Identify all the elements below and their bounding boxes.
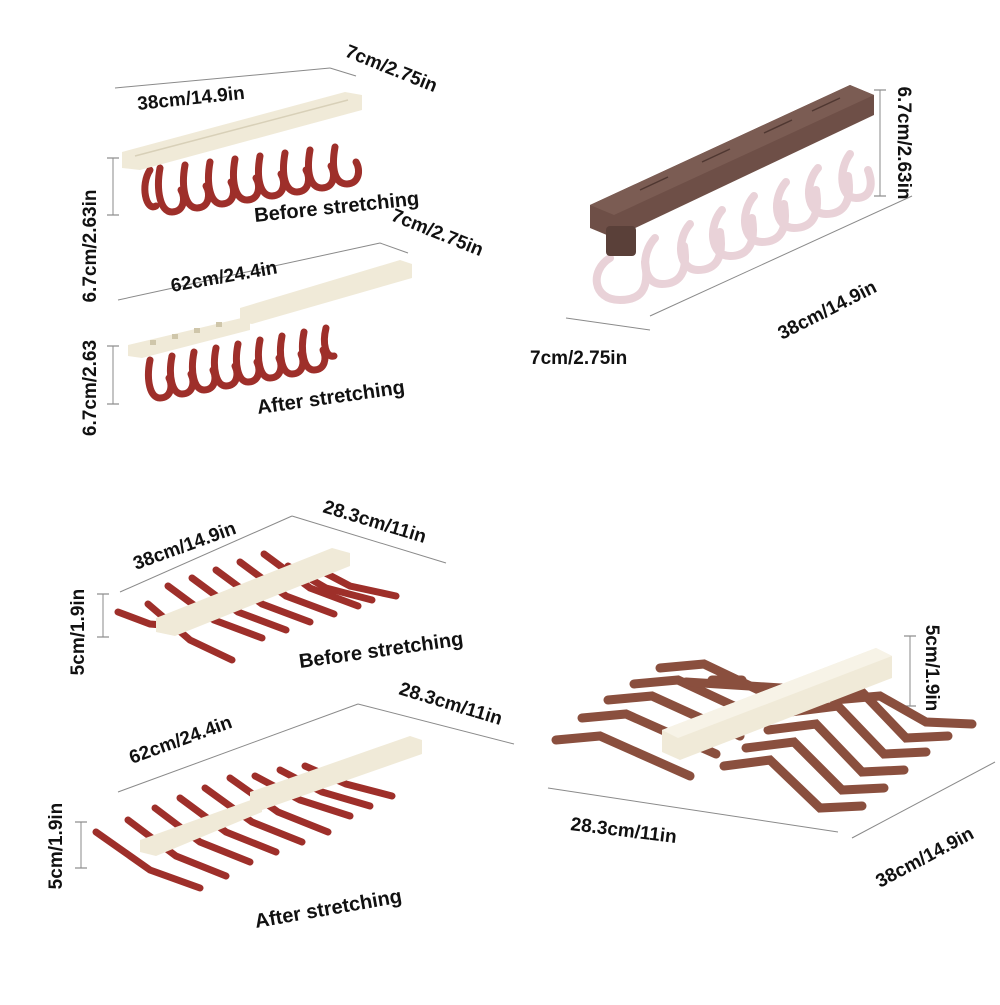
height-label: 6.7cm/2.63 [80,340,101,436]
tie-rack-after-panel: 62cm/24.4in 7cm/2.75in 6.7cm/2.63 After … [80,205,486,436]
hook [230,155,263,204]
length-dimension-line [117,242,381,301]
length-dimension-line [851,761,996,839]
caption: Before stretching [298,628,465,673]
belt-rack-brown-panel: 5cm/1.9in 28.3cm/11in 38cm/14.9in [547,625,996,892]
hook [205,158,238,208]
hook [305,146,338,192]
length-dimension-line [119,515,293,593]
hook-row [141,143,363,216]
depth-label: 7cm/2.75in [530,348,627,369]
hook [141,166,160,211]
hook [298,328,329,374]
depth-dimension-line [357,703,515,745]
hook [320,324,338,360]
caption: After stretching [253,885,403,933]
tie-rack-before-product [122,92,363,216]
height-label: 5cm/1.9in [46,803,67,890]
wall-mount-clip [606,226,636,256]
rack-base-left [140,796,262,856]
length-label: 62cm/24.4in [169,258,279,297]
hook [330,143,363,188]
length-dimension-line [649,195,913,317]
depth-label: 28.3cm/11in [397,679,505,730]
belt-rack-before-panel: 38cm/14.9in 28.3cm/11in 5cm/1.9in Before… [68,497,465,676]
hook-row [92,762,396,892]
depth-label: 7cm/2.75in [342,41,440,97]
tie-rack-after-product [128,260,412,402]
hook [551,731,695,781]
hook [260,550,362,610]
hook [280,149,313,196]
length-dimension-line [117,703,359,793]
hook [155,164,188,216]
rack-base-right [250,736,422,810]
hook [188,574,290,634]
depth-dimension-line [291,515,447,564]
caption: After stretching [256,376,407,419]
length-label: 38cm/14.9in [775,277,881,345]
hook [236,558,338,618]
hook [785,701,931,759]
hook-row [592,150,875,305]
length-dimension-line [114,67,331,89]
hook [829,691,977,729]
depth-label: 28.3cm/11in [321,497,429,548]
hook [763,719,909,777]
height-label: 6.7cm/2.63in [80,189,101,302]
depth-dimension-line [565,317,651,331]
hook [92,828,204,892]
hook [255,152,288,200]
hook [226,774,332,836]
height-label: 6.7cm/2.63in [893,86,914,199]
length-label: 38cm/14.9in [136,83,245,115]
depth-label: 7cm/2.75in [388,205,486,261]
length-label: 38cm/14.9in [872,823,977,892]
hook [251,772,354,820]
tie-rack-brown-panel: 6.7cm/2.63in 38cm/14.9in 7cm/2.75in [530,85,914,369]
depth-dimension-line [547,787,839,833]
depth-label: 28.3cm/11in [569,814,677,848]
hook [838,150,875,203]
height-label: 5cm/1.9in [921,625,942,712]
rack-base-left [128,316,250,358]
hook-row [144,324,338,402]
length-label: 62cm/24.4in [127,712,235,769]
belt-rack-after-product [92,736,422,892]
depth-dimension-line [379,242,409,254]
hook [124,816,230,880]
belt-rack-brown-product [551,648,977,813]
height-label: 5cm/1.9in [68,589,89,676]
hook [592,254,651,305]
tie-rack-brown-product [590,85,875,305]
hook [719,755,867,813]
belt-rack-after-panel: 62cm/24.4in 28.3cm/11in 5cm/1.9in After … [46,679,515,933]
depth-dimension-line [329,67,357,77]
hook [201,784,306,846]
hook [151,804,254,866]
hook [741,737,889,795]
tie-rack-before-panel: 38cm/14.9in 7cm/2.75in 6.7cm/2.63in Befo… [80,41,440,302]
hook [212,566,314,626]
rack-base [156,548,350,636]
rack-base-right [240,260,412,324]
belt-rack-before-product [114,548,400,664]
hook [180,161,213,212]
hook [176,794,280,856]
